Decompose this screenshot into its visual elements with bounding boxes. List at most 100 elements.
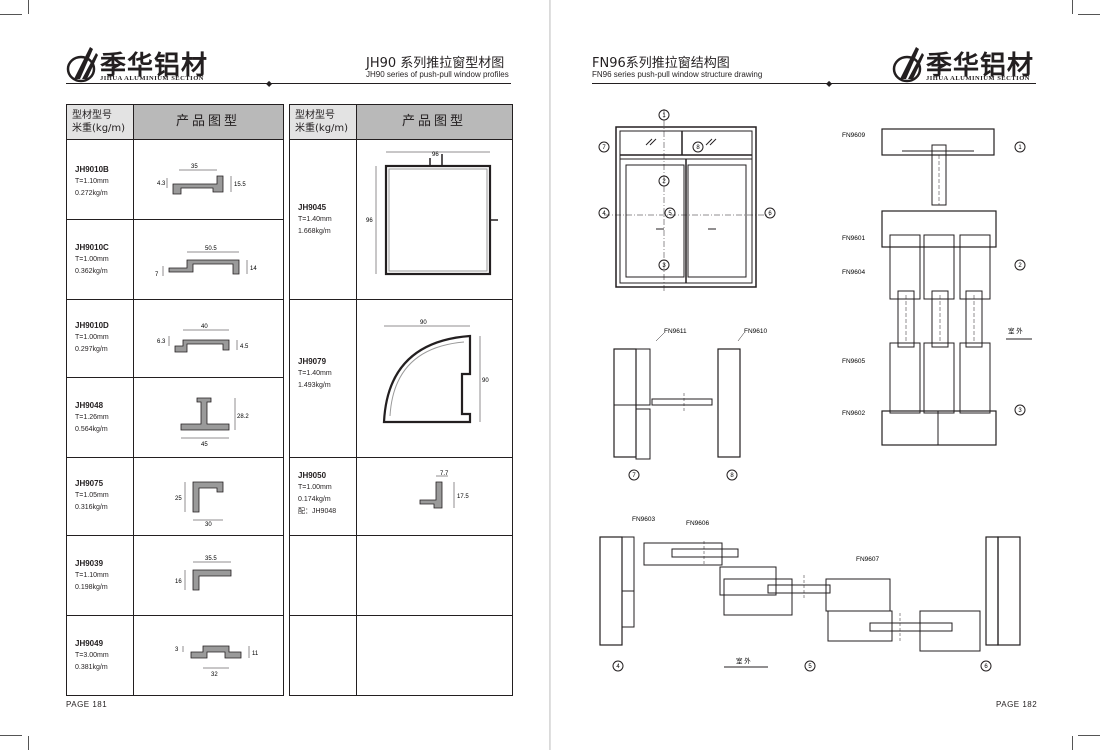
table-row: JH9048 T=1.26mm 0.564kg/m 28.2 45 <box>67 377 283 457</box>
profile-weight: 0.381kg/m <box>75 664 108 671</box>
profile-thickness: T=1.40mm <box>298 216 332 223</box>
table-row: JH9049 T=3.00mm 0.381kg/m 3 32 11 <box>67 615 283 695</box>
profile-thickness: T=1.26mm <box>75 414 109 421</box>
weight-label: 米重(kg/m) <box>72 123 126 134</box>
dim-label: 17.5 <box>457 494 469 500</box>
crop-mark <box>0 735 22 736</box>
table-row: JH9079 T=1.40mm 1.493kg/m 90 90 <box>290 299 512 457</box>
marker-5-detail: 5 <box>808 664 812 670</box>
profile-thickness: T=1.10mm <box>75 572 109 579</box>
table-row: JH9039 T=1.10mm 0.198kg/m 35.5 16 <box>67 535 283 615</box>
profile-thickness: T=3.00mm <box>75 652 109 659</box>
structure-drawing: 1 2 3 7 8 4 5 6 1 2 3 7 8 4 5 6 FN9609 F… <box>598 109 1032 672</box>
profile-weight: 1.493kg/m <box>298 382 331 389</box>
brand-logo-left: 季华铝材 JIHUA ALUMINIUM SECTION <box>66 45 216 85</box>
dim-label: 3 <box>175 647 179 653</box>
dim-label: 50.5 <box>205 246 217 252</box>
profile-table-right: 型材型号 米重(kg/m) 产品图型 JH9045 T=1.40mm 1.668… <box>289 104 513 696</box>
marker-3: 3 <box>662 263 666 269</box>
crop-mark <box>28 0 29 14</box>
profile-weight: 0.272kg/m <box>75 190 108 197</box>
crop-mark <box>1078 735 1100 736</box>
rule-diamond-icon: ◆ <box>826 79 833 88</box>
window-elevation <box>604 109 770 293</box>
dim-label: 4.5 <box>240 344 249 350</box>
profile-code: JH9010C <box>75 243 109 252</box>
profile-code: JH9048 <box>75 401 104 410</box>
right-title-en: FN96 series push-pull window structure d… <box>592 70 763 79</box>
label-fn9604: FN9604 <box>842 269 866 276</box>
table-row: JH9010C T=1.00mm 0.362kg/m 50.5 7 14 <box>67 219 283 299</box>
table-row-empty <box>290 615 512 695</box>
brand-name-cn: 季华铝材 <box>100 51 209 81</box>
dim-label: 28.2 <box>237 414 249 420</box>
profile-code: JH9010D <box>75 321 109 330</box>
dim-label: 6.3 <box>157 339 166 345</box>
brand-emblem-icon <box>66 47 98 83</box>
profile-table-left: 型材型号 米重(kg/m) 产品图型 JH9010B T=1.10mm 0.27… <box>66 104 284 696</box>
profile-weight: 0.564kg/m <box>75 426 108 433</box>
profile-thickness: T=1.00mm <box>75 334 109 341</box>
left-title-en: JH90 series of push-pull window profiles <box>366 70 509 79</box>
left-title-cn: JH90 系列推拉窗型材图 <box>366 56 505 71</box>
right-title-cn: FN96系列推拉窗结构图 <box>592 56 730 71</box>
dim-label: 4.3 <box>157 181 166 187</box>
brand-emblem-icon <box>892 47 924 83</box>
dim-label: 45 <box>201 442 208 448</box>
marker-2: 2 <box>662 179 666 185</box>
weight-label: 米重(kg/m) <box>295 123 349 134</box>
table-row: JH9050 T=1.00mm 0.174kg/m 配：JH9048 7.7 1… <box>290 457 512 535</box>
dim-label: 96 <box>432 152 439 158</box>
marker-6: 6 <box>768 211 772 217</box>
page-spine <box>549 0 551 750</box>
marker-5: 5 <box>668 211 672 217</box>
page-number-left: PAGE 181 <box>66 700 108 709</box>
profile-weight: 0.362kg/m <box>75 268 108 275</box>
brand-name-en: JIHUA ALUMINIUM SECTION <box>926 75 1030 82</box>
model-label: 型材型号 <box>72 110 112 121</box>
vertical-section <box>881 128 1032 446</box>
dim-label: 90 <box>420 320 427 326</box>
profile-code: JH9039 <box>75 559 104 568</box>
dim-label: 35.5 <box>205 556 217 562</box>
profile-weight: 0.316kg/m <box>75 504 108 511</box>
marker-1-section: 1 <box>1018 145 1022 151</box>
profile-drawing-jh9048: 28.2 45 <box>180 397 249 448</box>
dim-label: 7.7 <box>440 471 449 477</box>
profile-thickness: T=1.10mm <box>75 178 109 185</box>
profile-thickness: T=1.00mm <box>75 256 109 263</box>
table-row-empty <box>290 535 512 615</box>
label-fn9603: FN9603 <box>632 516 656 523</box>
marker-4-detail: 4 <box>616 664 620 670</box>
horizontal-section <box>599 536 1021 668</box>
dim-label: 14 <box>250 266 257 272</box>
profile-weight: 1.668kg/m <box>298 228 331 235</box>
dim-label: 16 <box>175 579 182 585</box>
dim-label: 30 <box>205 522 212 528</box>
profile-code: JH9050 <box>298 471 327 480</box>
dim-label: 25 <box>175 496 182 502</box>
crop-mark <box>1078 14 1100 15</box>
marker-3-section: 3 <box>1018 408 1022 414</box>
dim-label: 96 <box>366 218 373 224</box>
table-header: 型材型号 米重(kg/m) 产品图型 <box>67 105 283 139</box>
outside-label-plan: 室 外 <box>736 656 751 665</box>
dim-label: 40 <box>201 324 208 330</box>
label-fn9610: FN9610 <box>744 328 768 335</box>
profile-drawing-jh9079: 90 90 <box>382 320 489 424</box>
table-row: JH9010B T=1.10mm 0.272kg/m 35 4.3 15.5 <box>67 139 283 219</box>
label-fn9602: FN9602 <box>842 410 866 417</box>
marker-4: 4 <box>602 211 606 217</box>
profile-drawing-jh9049: 3 32 11 <box>175 645 259 678</box>
crop-mark <box>0 14 22 15</box>
profile-code: JH9010B <box>75 165 109 174</box>
marker-1: 1 <box>662 113 666 119</box>
profile-weight: 0.297kg/m <box>75 346 108 353</box>
dim-label: 35 <box>191 164 198 170</box>
label-fn9601: FN9601 <box>842 235 866 242</box>
dim-label: 90 <box>482 378 489 384</box>
dim-label: 15.5 <box>234 182 246 188</box>
profile-weight: 0.198kg/m <box>75 584 108 591</box>
dim-label: 32 <box>211 672 218 678</box>
profile-note: 配：JH9048 <box>298 508 337 515</box>
